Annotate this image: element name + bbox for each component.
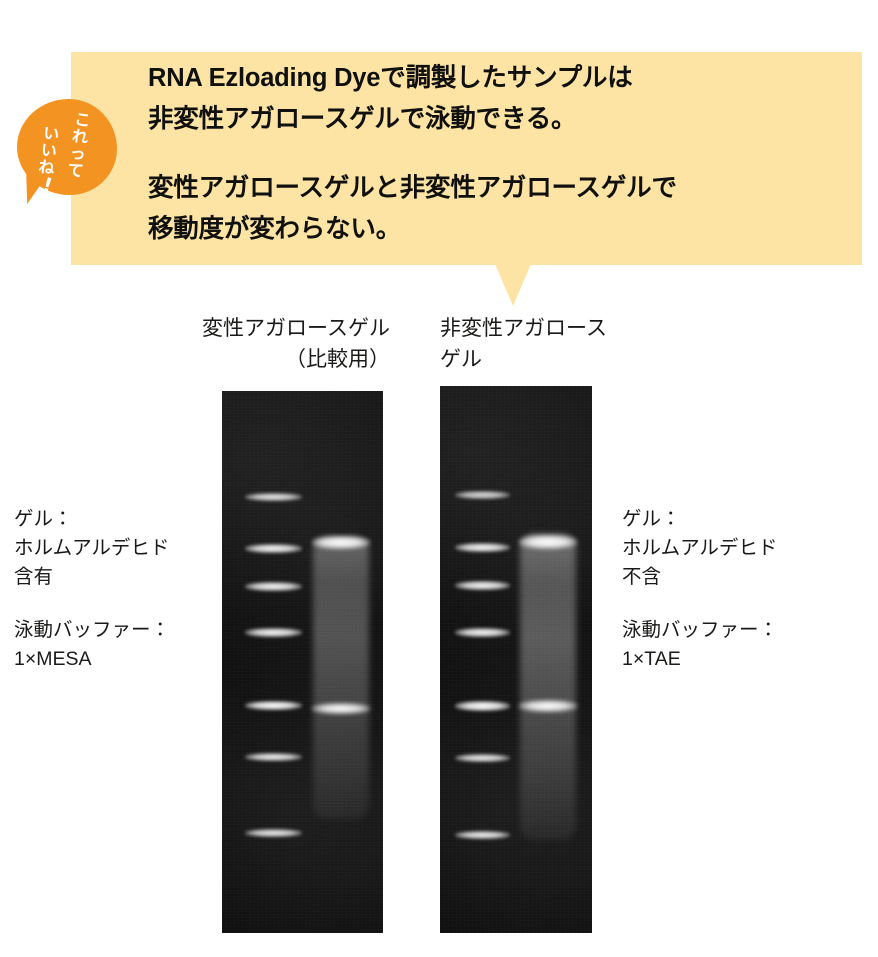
badge-text-column-left: い い ね — [36, 123, 63, 178]
callout-text: RNA Ezloading Dyeで調製したサンプルは 非変性アガロースゲルで泳… — [148, 58, 848, 250]
gel-band — [244, 828, 303, 837]
callout-line: 非変性アガロースゲルで泳動できる。 — [148, 105, 577, 133]
gel-caption-left: ゲル： ホルムアルデヒド 含有 泳動バッファー： 1×MESA — [14, 505, 209, 674]
callout-box — [71, 52, 862, 265]
gel-band — [455, 542, 510, 552]
gel-title-right: 非変性アガロース ゲル — [440, 317, 607, 371]
callout-line: RNA Ezloading Dyeで調製したサンプルは — [148, 64, 633, 92]
callout-line: 移動度が変わらない。 — [148, 215, 402, 243]
gel-band — [312, 536, 371, 550]
gel-band — [312, 702, 371, 714]
gel-band — [455, 627, 510, 637]
callout-line: 変性アガロースゲルと非変性アガロースゲルで — [148, 174, 677, 202]
gel-lane-ladder-left — [244, 391, 303, 933]
gel-band — [244, 581, 303, 591]
gel-band — [244, 627, 303, 637]
gel-lane-sample-left — [312, 391, 371, 933]
callout-paragraph-2: 変性アガロースゲルと非変性アガロースゲルで 移動度が変わらない。 — [148, 168, 848, 250]
gel-band — [455, 830, 510, 839]
gel-background-left — [222, 391, 383, 933]
gel-band — [244, 700, 303, 710]
gel-lane-sample-right — [519, 386, 577, 933]
callout-tail — [495, 264, 531, 306]
gel-band — [519, 699, 577, 712]
gel-grain-left — [222, 391, 383, 933]
badge-char: て — [66, 159, 85, 181]
callout-paragraph-1: RNA Ezloading Dyeで調製したサンプルは 非変性アガロースゲルで泳… — [148, 58, 848, 140]
gel-grain-right — [440, 386, 592, 933]
gel-band — [455, 491, 510, 500]
gel-band — [244, 492, 303, 501]
gel-lane-ladder-right — [455, 386, 510, 933]
gel-band — [455, 581, 510, 591]
caption-gel-composition: ゲル： ホルムアルデヒド 含有 — [14, 508, 170, 588]
gel-band — [244, 543, 303, 553]
gel-band — [244, 752, 303, 761]
badge-text-column-right: こ れ っ て — [64, 109, 93, 181]
caption-gel-composition: ゲル： ホルムアルデヒド 不含 — [622, 508, 778, 588]
caption-running-buffer: 泳動バッファー： 1×MESA — [14, 619, 171, 670]
recommendation-badge: こ れ っ て い い ね ! — [17, 99, 121, 208]
gel-image-right — [440, 386, 592, 933]
gel-band — [455, 700, 510, 711]
gel-band — [519, 534, 577, 549]
gel-smear — [313, 537, 370, 820]
gel-band — [455, 753, 510, 762]
badge-blob — [17, 99, 117, 195]
badge-label: こ れ っ て い い ね ! — [17, 99, 117, 198]
caption-running-buffer: 泳動バッファー： 1×TAE — [622, 619, 779, 670]
gel-title-left: 変性アガロースゲル （比較用） — [202, 317, 390, 371]
gel-image-left — [222, 391, 383, 933]
gel-caption-right: ゲル： ホルムアルデヒド 不含 泳動バッファー： 1×TAE — [622, 505, 832, 674]
gel-smear — [520, 533, 576, 840]
gel-background-right — [440, 386, 592, 933]
